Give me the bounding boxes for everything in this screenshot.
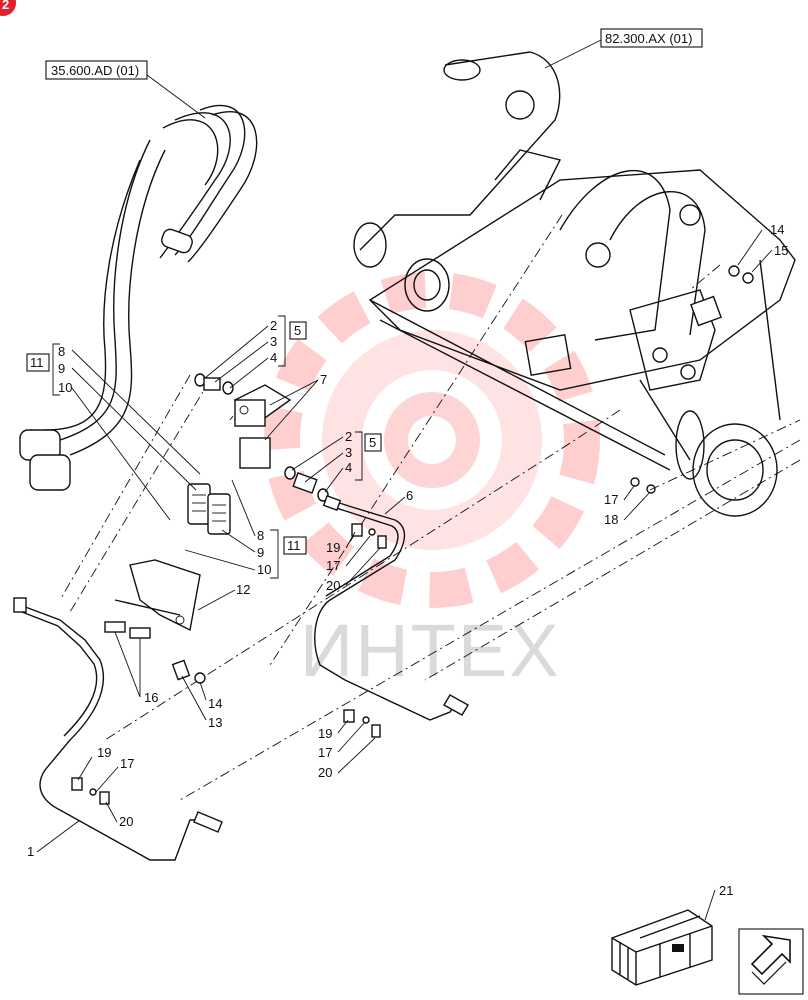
callout-9: 9	[257, 545, 264, 560]
next-page-arrow-button[interactable]	[738, 928, 804, 995]
callout-19: 19	[326, 540, 340, 555]
callout-14: 14	[770, 222, 784, 237]
callout-17: 17	[326, 558, 340, 573]
callout-20: 20	[119, 814, 133, 829]
steel-tube-1	[13, 597, 223, 861]
callout-8: 8	[257, 528, 264, 543]
clamp-hardware-19-17-20-mid	[351, 523, 387, 549]
callout-7: 7	[320, 372, 327, 387]
callout-17: 17	[120, 756, 134, 771]
callout-16: 16	[144, 690, 158, 705]
page-badge-number: 2	[2, 0, 9, 12]
callout-15: 15	[774, 243, 788, 258]
mounting-bracket-12	[114, 559, 201, 632]
frame-reference-label: 82.300.AX (01)	[605, 31, 692, 46]
callout-9: 9	[58, 361, 65, 376]
callout-13: 13	[208, 715, 222, 730]
bulkhead-fittings-9	[187, 483, 231, 535]
steel-tube-6	[314, 495, 469, 721]
callout-12: 12	[236, 582, 250, 597]
callout-8: 8	[58, 344, 65, 359]
callout-21: 21	[719, 883, 733, 898]
hose-reference-box[interactable]: 35.600.AD (01)	[45, 60, 148, 80]
fittings-2-3-4-top	[194, 373, 234, 395]
group-11-mid-label: 11	[287, 538, 301, 553]
callout-3: 3	[270, 334, 277, 349]
group-brackets	[52, 315, 363, 579]
frame-reference-box[interactable]: 82.300.AX (01)	[600, 28, 703, 48]
hydraulic-hoses	[19, 104, 258, 491]
fitting-hardware-17-18	[630, 477, 656, 494]
coupling-block-7	[233, 384, 292, 469]
clamp-hardware-19-17-20-low	[343, 709, 381, 738]
callout-17: 17	[318, 745, 332, 760]
watermark-gear-logo	[264, 272, 600, 608]
group-box-5-mid[interactable]: 5	[364, 433, 382, 452]
callout-4: 4	[270, 350, 277, 365]
callout-18: 18	[604, 512, 618, 527]
arrow-icon	[750, 934, 791, 976]
callout-2: 2	[345, 429, 352, 444]
callout-17: 17	[604, 492, 618, 507]
callout-14: 14	[208, 696, 222, 711]
group-5-mid-label: 5	[369, 435, 376, 450]
callout-10: 10	[257, 562, 271, 577]
page-badge: 2	[0, 0, 16, 16]
fitting-hardware-14-15	[728, 265, 754, 284]
callout-19: 19	[318, 726, 332, 741]
clamp-hardware-19-17-20-left	[71, 777, 110, 805]
callout-6: 6	[406, 488, 413, 503]
callout-labels: 2 3 4 7 8 9 10 2 3 4 6 8 9 10 12 14 15 1…	[27, 222, 788, 898]
group-5-top-label: 5	[294, 323, 301, 338]
assembly-leader-lines	[59, 214, 801, 801]
callout-20: 20	[326, 578, 340, 593]
bolt-13-washer-14	[171, 659, 206, 684]
clamp-pads-16	[104, 621, 151, 639]
group-11-left-label: 11	[30, 355, 44, 370]
callout-leader-lines	[36, 229, 773, 921]
watermark-text: ИНТЕХ	[300, 609, 561, 692]
callout-10: 10	[58, 380, 72, 395]
callout-1: 1	[27, 844, 34, 859]
group-box-11-mid[interactable]: 11	[283, 536, 307, 555]
group-box-11-left[interactable]: 11	[26, 353, 50, 372]
hose-reference-label: 35.600.AD (01)	[51, 63, 139, 78]
group-box-5-top[interactable]: 5	[289, 321, 307, 340]
callout-2: 2	[270, 318, 277, 333]
callout-20: 20	[318, 765, 332, 780]
callout-19: 19	[97, 745, 111, 760]
callout-4: 4	[345, 460, 352, 475]
callout-3: 3	[345, 445, 352, 460]
crate-kit-21	[611, 909, 713, 986]
